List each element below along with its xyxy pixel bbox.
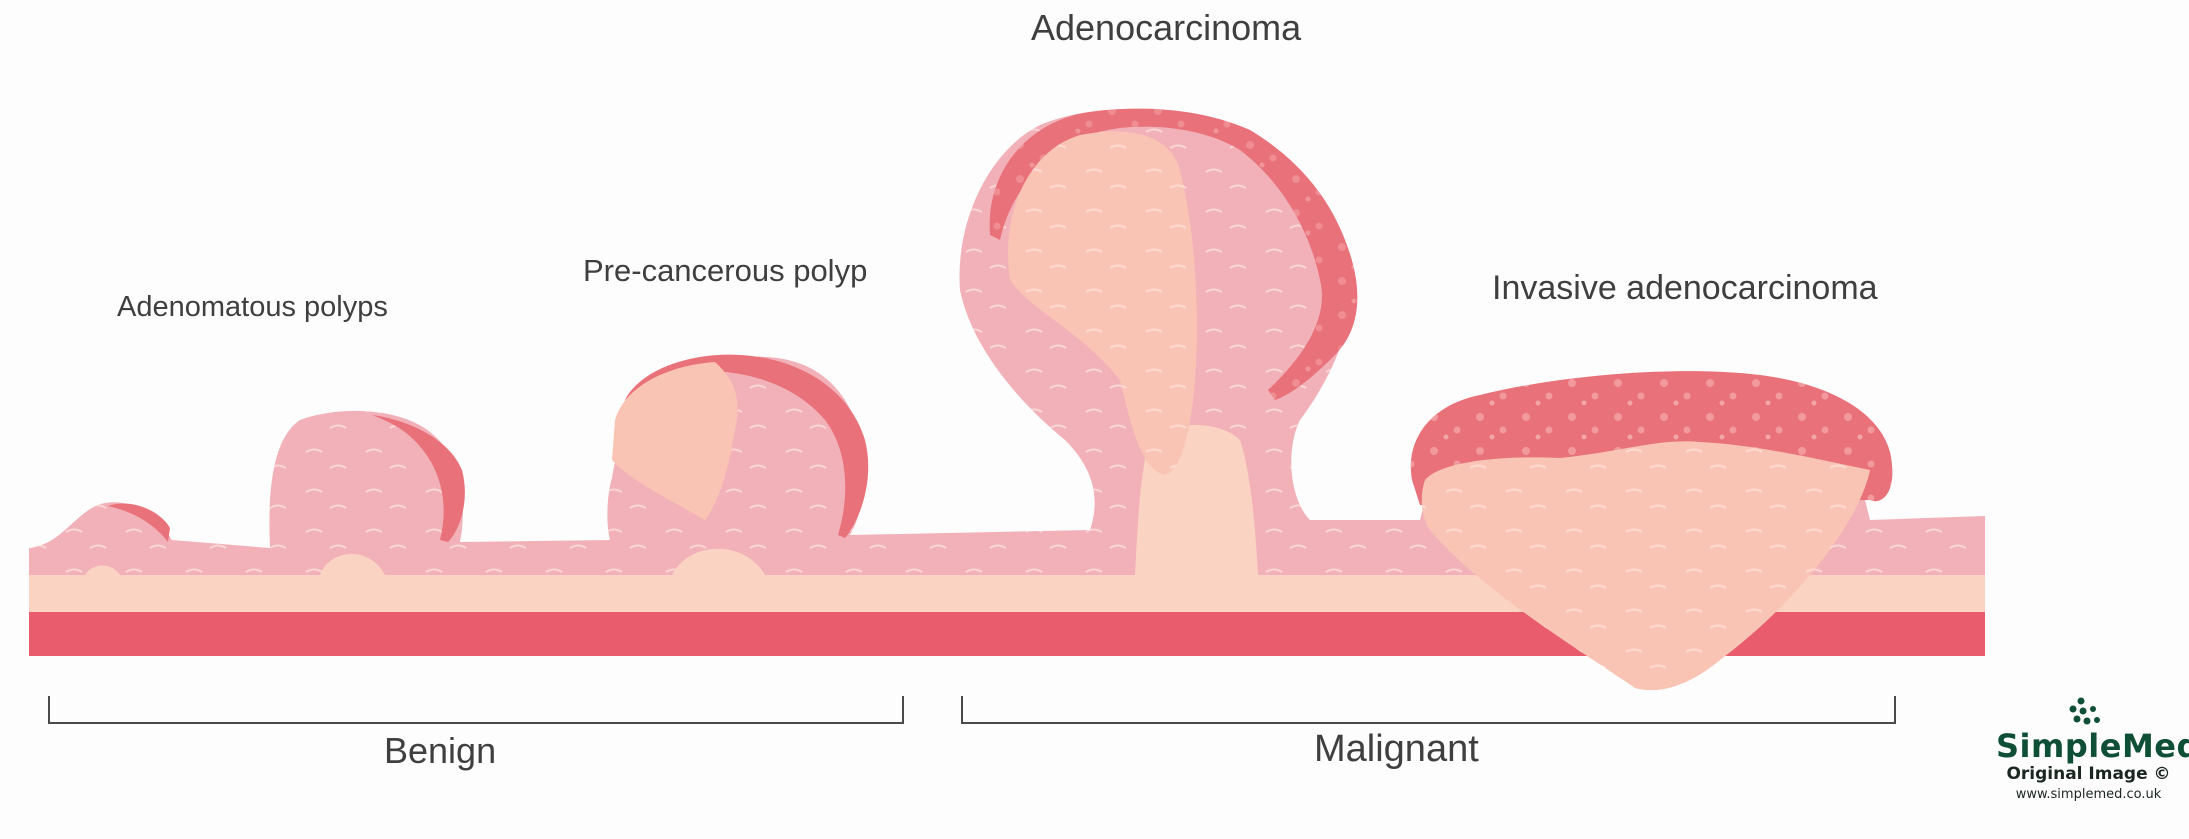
precancer-polyp-core bbox=[612, 362, 738, 520]
simplemed-logo: SimpleMed Original Image © www.simplemed… bbox=[1996, 693, 2189, 805]
label-adenomatous-polyps: Adenomatous polyps bbox=[117, 291, 388, 323]
label-pre-cancerous-polyp: Pre-cancerous polyp bbox=[583, 253, 868, 288]
benign-bracket bbox=[48, 696, 904, 724]
polyp-1-cap bbox=[108, 503, 170, 542]
logo-brand: SimpleMed bbox=[1996, 727, 2189, 765]
stalk-bump-1 bbox=[85, 565, 120, 575]
polyp-2-cap bbox=[372, 415, 465, 542]
stalk-bump-3 bbox=[672, 548, 765, 575]
logo-url: www.simplemed.co.uk bbox=[2015, 787, 2162, 802]
invasive-core-texture bbox=[1421, 441, 1870, 691]
adenocarcinoma-core-texture bbox=[1008, 131, 1197, 475]
label-malignant: Malignant bbox=[1314, 728, 1479, 770]
label-invasive-adenocarcinoma: Invasive adenocarcinoma bbox=[1492, 269, 1878, 307]
label-benign: Benign bbox=[384, 730, 497, 771]
simplemed-logo-mark bbox=[2069, 697, 2100, 725]
precancer-polyp-edge bbox=[625, 354, 869, 538]
malignant-bracket bbox=[961, 696, 1896, 724]
stalk-bump-2 bbox=[320, 553, 385, 575]
logo-subtitle: Original Image © bbox=[2006, 764, 2171, 784]
label-adenocarcinoma: Adenocarcinoma bbox=[1031, 7, 1302, 48]
